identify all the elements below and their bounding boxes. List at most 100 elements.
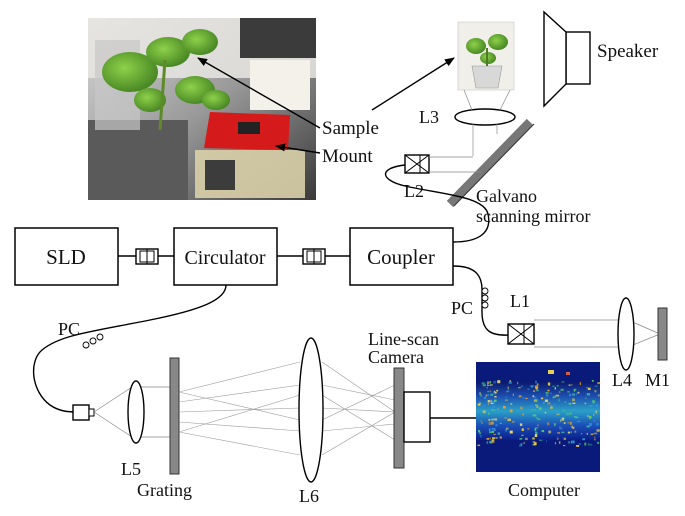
oct-speckle	[479, 434, 482, 438]
oct-speckle	[547, 402, 551, 405]
oct-speckle	[558, 441, 561, 444]
fiber-circulator-detector	[32, 284, 227, 413]
oct-speckle	[518, 386, 521, 389]
oct-speckle	[586, 432, 588, 435]
oct-speckle	[521, 428, 524, 431]
oct-speckle	[552, 385, 555, 387]
oct-speckle	[554, 387, 556, 390]
oct-speckle	[490, 401, 492, 404]
oct-speckle	[563, 445, 566, 447]
oct-speckle	[560, 419, 562, 422]
oct-speckle	[504, 399, 508, 401]
oct-speckle	[589, 405, 593, 407]
oct-speckle	[489, 431, 493, 434]
oct-speckle	[569, 393, 571, 397]
oct-speckle	[574, 388, 577, 391]
oct-speckle	[491, 400, 494, 404]
oct-speckle	[561, 431, 565, 434]
oct-speckle	[558, 391, 561, 394]
oct-speckle	[578, 443, 581, 445]
oct-speckle	[554, 423, 556, 426]
oct-speckle	[508, 381, 512, 384]
oct-speckle	[558, 398, 560, 402]
oct-speckle	[568, 402, 572, 405]
oct-speckle	[543, 401, 545, 405]
oct-speckle	[492, 440, 495, 443]
oct-speckle	[507, 389, 510, 393]
oct-speckle	[482, 384, 486, 387]
oct-speckle	[577, 420, 581, 422]
oct-speckle	[535, 431, 537, 434]
oct-speckle	[512, 393, 514, 396]
oct-speckle	[549, 412, 551, 415]
oct-speckle	[491, 439, 495, 442]
oct-speckle	[544, 412, 547, 414]
oct-speckle	[489, 440, 493, 444]
oct-speckle	[597, 441, 600, 444]
oct-speckle	[556, 437, 559, 441]
oct-speckle	[481, 382, 486, 385]
oct-speckle	[483, 404, 486, 408]
oct-speckle	[568, 441, 571, 444]
coupler-block	[349, 227, 454, 286]
oct-speckle	[488, 418, 491, 421]
oct-speckle	[541, 430, 545, 433]
oct-speckle	[535, 380, 537, 384]
oct-speckle	[509, 430, 513, 434]
oct-speckle	[492, 405, 496, 409]
oct-speckle	[493, 391, 496, 395]
oct-speckle	[490, 390, 492, 392]
oct-speckle	[584, 442, 587, 446]
sample-inset	[457, 21, 515, 91]
computer-label: Computer	[508, 480, 580, 500]
connector-circulator-coupler-icon	[302, 248, 326, 265]
oct-speckle	[480, 394, 482, 397]
oct-speckle	[595, 404, 599, 407]
oct-speckle	[571, 425, 573, 429]
collimator-l1-icon	[507, 323, 535, 345]
oct-speckle	[491, 421, 494, 425]
oct-speckle	[534, 385, 539, 389]
oct-speckle	[510, 403, 513, 405]
oct-speckle	[536, 417, 538, 419]
oct-speckle	[534, 415, 537, 417]
oct-speckle	[591, 380, 594, 382]
oct-speckle	[490, 409, 492, 411]
sample-label: Sample	[322, 118, 379, 139]
oct-speckle	[569, 412, 572, 415]
oct-speckle	[507, 386, 509, 390]
oct-speckle	[541, 397, 544, 400]
oct-speckle	[522, 396, 525, 399]
oct-speckle	[525, 437, 528, 441]
oct-speckle	[595, 410, 597, 414]
oct-speckle	[522, 413, 524, 416]
oct-speckle	[534, 434, 538, 437]
oct-speckle	[488, 428, 491, 432]
oct-speckle	[477, 403, 481, 406]
oct-speckle	[567, 422, 570, 424]
oct-speckle	[547, 389, 550, 392]
oct-speckle	[506, 427, 509, 430]
oct-speckle	[535, 404, 538, 406]
oct-speckle	[581, 433, 583, 435]
oct-speckle	[549, 392, 552, 394]
oct-speckle	[495, 391, 497, 394]
oct-speckle	[596, 429, 600, 432]
lens-l5-icon	[127, 380, 145, 444]
pc-left-icon	[82, 333, 104, 349]
grating-label: Grating	[137, 480, 192, 500]
oct-speckle	[560, 388, 564, 391]
oct-speckle	[556, 385, 559, 387]
oct-speckle	[534, 427, 537, 431]
oct-speckle	[487, 390, 490, 393]
galvano-mirror-icon	[446, 118, 534, 208]
oct-speckle	[575, 392, 577, 396]
oct-speckle	[495, 424, 498, 427]
oct-speckle	[479, 402, 481, 405]
oct-speckle	[509, 409, 513, 413]
fiber-coupler-l2	[384, 164, 490, 243]
oct-speckle	[572, 402, 576, 404]
oct-speckle	[489, 384, 493, 386]
oct-speckle	[594, 390, 597, 392]
oct-speckle	[505, 396, 508, 398]
